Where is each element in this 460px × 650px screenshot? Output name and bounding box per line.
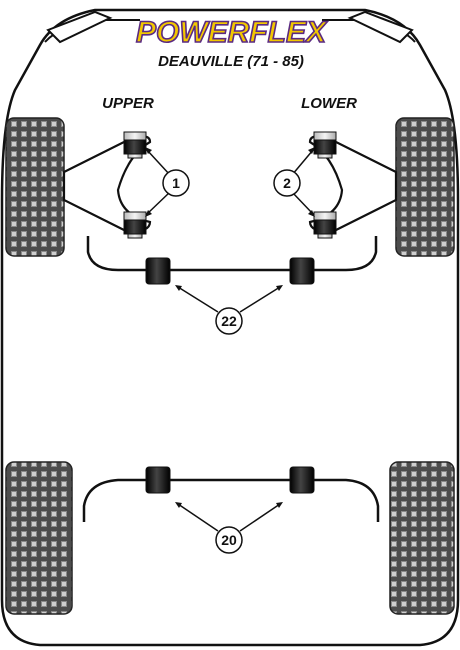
- model-title: DEAUVILLE (71 - 85): [158, 53, 304, 70]
- bush-upper-arm-bottom: [123, 211, 147, 239]
- rear-arb-bush-right: [289, 466, 315, 494]
- callout-2: 2: [273, 147, 315, 217]
- bush-upper-arm-top: [123, 131, 147, 159]
- bush-lower-arm-top: [313, 131, 337, 159]
- label-upper: UPPER: [102, 95, 154, 112]
- callout-2-number: 2: [283, 175, 291, 191]
- tyre-front-left: [5, 117, 65, 257]
- callout-20-number: 20: [221, 532, 237, 548]
- front-arb-bush-left: [145, 257, 171, 285]
- rear-arb-bush-left: [145, 466, 171, 494]
- front-arb-bush-right: [289, 257, 315, 285]
- label-lower: LOWER: [301, 95, 357, 112]
- car-body-outline: [0, 8, 460, 647]
- powerflex-logo: Powerflex: [135, 14, 329, 50]
- callout-22: 22: [175, 285, 283, 335]
- callout-1-number: 1: [172, 175, 180, 191]
- side-mirror-left: [46, 10, 113, 44]
- callout-22-number: 22: [221, 313, 237, 329]
- side-mirror-right: [347, 10, 414, 44]
- tyre-rear-right: [389, 461, 455, 615]
- bush-lower-arm-bottom: [313, 211, 337, 239]
- callout-1: 1: [145, 147, 190, 217]
- rear-anti-roll-bar: [82, 478, 380, 522]
- tyre-front-right: [395, 117, 455, 257]
- tyre-rear-left: [5, 461, 73, 615]
- callout-20: 20: [175, 502, 283, 554]
- brand-logo-text: Powerflex: [136, 16, 328, 49]
- front-anti-roll-bar: [86, 236, 378, 272]
